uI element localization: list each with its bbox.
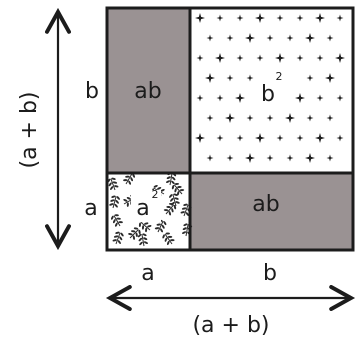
star-icon: [306, 74, 314, 82]
a-squared-label-backdrop: [131, 190, 161, 222]
star-icon: [276, 134, 284, 142]
star-icon: [216, 14, 224, 22]
leaf-icon: [109, 195, 120, 209]
leaf-icon: [112, 231, 124, 245]
star-icon: [196, 94, 204, 102]
star-icon: [285, 113, 295, 123]
star-icon: [306, 114, 314, 122]
star-icon: [336, 14, 344, 22]
bottom-side-label-a: a: [141, 261, 154, 286]
bottom-side-label-b: b: [263, 261, 277, 286]
star-icon: [246, 114, 254, 122]
star-icon: [275, 53, 285, 63]
star-icon: [286, 34, 294, 42]
star-icon: [326, 114, 334, 122]
star-icon: [316, 54, 324, 62]
star-icon: [216, 94, 224, 102]
star-icon: [196, 54, 204, 62]
star-icon: [336, 94, 344, 102]
star-icon: [236, 134, 244, 142]
label-ab-bottom-right: ab: [252, 192, 279, 217]
leaf-icon: [171, 182, 185, 196]
label-b-squared-base: b: [261, 82, 275, 107]
star-icon: [316, 94, 324, 102]
star-icon: [245, 153, 255, 163]
star-icon: [336, 134, 344, 142]
star-icon: [236, 54, 244, 62]
b-squared-label-backdrop: [257, 72, 287, 106]
four-point-star-pattern: [195, 13, 345, 163]
ab-rectangle-bottom-right: [190, 173, 353, 250]
left-side-label-a: a: [84, 196, 97, 221]
star-icon: [195, 13, 205, 23]
star-icon: [215, 53, 225, 63]
star-icon: [295, 93, 305, 103]
star-icon: [296, 134, 304, 142]
bottom-span-label: (a + b): [192, 313, 269, 338]
star-icon: [256, 54, 264, 62]
star-icon: [266, 154, 274, 162]
star-icon: [236, 14, 244, 22]
leaf-icon: [111, 214, 123, 227]
ab-rectangle-top-left: [107, 8, 190, 173]
star-icon: [296, 14, 304, 22]
leaf-icon: [128, 227, 141, 240]
left-span-label: (a + b): [17, 91, 42, 168]
leaf-icon: [137, 233, 148, 247]
star-icon: [255, 133, 265, 143]
left-side-label-b: b: [85, 79, 99, 104]
star-icon: [235, 93, 245, 103]
label-ab-top-left: ab: [134, 79, 161, 104]
star-icon: [226, 154, 234, 162]
star-icon: [296, 54, 304, 62]
star-icon: [225, 113, 235, 123]
square-outline: [105, 6, 355, 252]
star-icon: [255, 13, 265, 23]
leaf-icon: [162, 232, 175, 246]
star-icon: [315, 13, 325, 23]
star-icon: [246, 74, 254, 82]
star-icon: [216, 134, 224, 142]
star-icon: [226, 74, 234, 82]
label-b-squared-exponent: 2: [276, 70, 283, 83]
star-icon: [335, 53, 345, 63]
star-icon: [195, 133, 205, 143]
star-icon: [206, 34, 214, 42]
star-icon: [305, 153, 315, 163]
leaf-icon: [163, 202, 177, 216]
star-icon: [206, 114, 214, 122]
star-icon: [286, 154, 294, 162]
star-icon: [325, 73, 335, 83]
star-icon: [245, 33, 255, 43]
star-icon: [266, 34, 274, 42]
star-icon: [205, 73, 215, 83]
star-icon: [276, 14, 284, 22]
star-icon: [226, 34, 234, 42]
label-a-squared-exponent: 2: [152, 188, 159, 201]
star-icon: [315, 133, 325, 143]
star-icon: [206, 154, 214, 162]
star-icon: [266, 114, 274, 122]
star-icon: [326, 34, 334, 42]
star-icon: [326, 154, 334, 162]
star-icon: [305, 33, 315, 43]
label-a-squared-base: a: [136, 196, 149, 221]
